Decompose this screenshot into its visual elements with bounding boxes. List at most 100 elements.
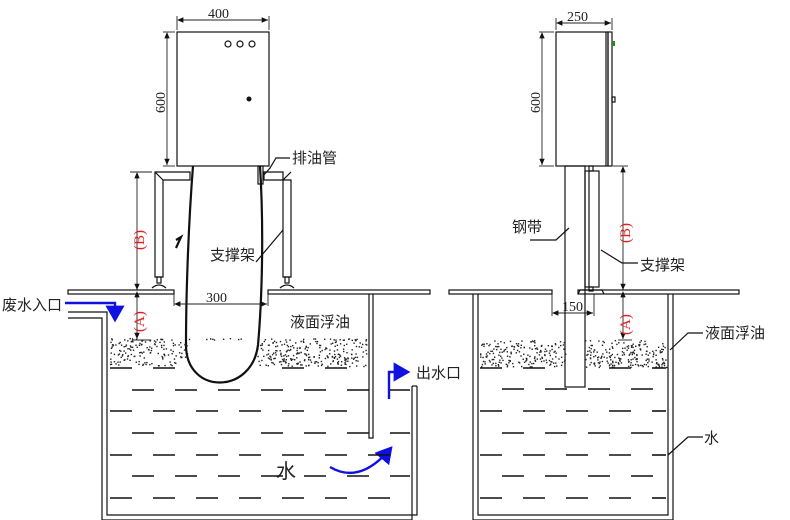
oil-speckle: [262, 349, 264, 351]
oil-speckle: [339, 343, 342, 345]
oil-speckle: [661, 348, 663, 350]
oil-speckle: [560, 356, 563, 358]
oil-speckle: [110, 352, 112, 354]
oil-speckle: [317, 362, 319, 364]
oil-speckle: [523, 361, 526, 363]
oil-speckle: [526, 358, 528, 360]
oil-speckle: [554, 365, 556, 368]
oil-speckle: [589, 340, 592, 342]
oil-speckle: [172, 350, 174, 353]
oil-speckle: [646, 358, 648, 360]
oil-speckle: [484, 363, 486, 365]
oil-speckle: [636, 353, 638, 356]
oil-speckle: [659, 351, 661, 354]
oil-speckle: [538, 354, 541, 356]
oil-speckle: [531, 366, 533, 368]
oil-speckle: [665, 359, 667, 361]
oil-speckle: [285, 339, 287, 341]
oil-speckle: [539, 351, 541, 353]
oil-speckle: [481, 363, 484, 366]
oil-speckle: [632, 358, 634, 360]
oil-speckle: [298, 347, 301, 349]
oil-speckle: [630, 364, 632, 366]
oil-speckle: [657, 364, 660, 366]
oil-speckle: [285, 351, 288, 353]
oil-speckle: [590, 361, 592, 364]
oil-speckle: [180, 342, 182, 344]
water-label: 水: [276, 459, 296, 483]
oil-speckle: [612, 360, 614, 363]
oil-speckle: [518, 351, 521, 353]
oil-speckle: [529, 366, 531, 368]
oil-speckle: [540, 349, 542, 352]
oil-speckle: [264, 339, 267, 341]
oil-speckle: [335, 341, 337, 343]
oil-speckle: [628, 360, 630, 363]
oil-speckle: [600, 356, 603, 359]
oil-speckle: [363, 365, 365, 368]
oil-speckle: [493, 348, 495, 350]
oil-speckle: [284, 354, 287, 356]
oil-speckle: [619, 358, 621, 360]
side-dimension-b: (B): [618, 223, 634, 243]
oil-speckle: [115, 363, 117, 365]
front-view: 400 600 排油管 支撑架 (B) (A): [2, 7, 461, 520]
oil-speckle: [315, 361, 318, 363]
oil-speckle: [153, 340, 156, 342]
oil-speckle: [265, 364, 267, 366]
oil-speckle: [127, 340, 129, 342]
oil-speckle: [498, 345, 500, 348]
oil-speckle: [602, 340, 604, 343]
oil-speckle: [130, 349, 132, 351]
oil-speckle: [597, 359, 599, 361]
oil-speckle: [324, 338, 326, 340]
oil-speckle: [593, 356, 595, 358]
oil-speckle: [498, 361, 501, 363]
oil-speckle: [493, 358, 495, 361]
oil-speckle: [645, 343, 647, 345]
oil-speckle: [118, 342, 120, 345]
oil-speckle: [646, 346, 648, 348]
oil-speckle: [288, 363, 290, 365]
oil-speckle: [332, 360, 334, 363]
oil-speckle: [647, 365, 649, 368]
oil-speckle: [602, 353, 604, 355]
oil-speckle: [299, 347, 301, 349]
oil-speckle: [480, 353, 482, 355]
oil-speckle: [321, 349, 323, 352]
oil-speckle: [163, 344, 165, 347]
oil-speckle: [555, 356, 557, 358]
height-dimension: 600: [154, 92, 169, 113]
oil-speckle: [630, 351, 632, 354]
oil-speckle: [338, 356, 341, 359]
oil-speckle: [523, 353, 525, 355]
oil-speckle: [506, 351, 508, 353]
oil-speckle: [268, 344, 270, 346]
oil-speckle: [551, 345, 553, 347]
oil-speckle: [639, 348, 641, 350]
oil-speckle: [138, 363, 140, 366]
oil-speckle: [632, 364, 634, 366]
oil-speckle: [337, 360, 340, 363]
oil-speckle: [273, 352, 275, 354]
oil-speckle: [294, 359, 296, 361]
oil-speckle: [365, 340, 367, 342]
oil-speckle: [261, 359, 263, 362]
oil-speckle: [495, 365, 497, 367]
oil-speckle: [664, 346, 666, 349]
oil-speckle: [160, 344, 163, 347]
oil-speckle: [529, 361, 531, 363]
oil-speckle: [492, 352, 495, 355]
oil-speckle: [326, 347, 328, 350]
oil-speckle: [156, 345, 158, 348]
oil-speckle: [344, 359, 346, 361]
oil-speckle: [509, 356, 511, 358]
oil-speckle: [482, 356, 484, 359]
oil-speckle: [161, 338, 164, 341]
oil-speckle: [337, 362, 339, 364]
oil-speckle: [318, 354, 321, 356]
oil-speckle: [591, 344, 593, 347]
oil-speckle: [172, 344, 175, 347]
oil-speckle: [483, 343, 485, 345]
oil-speckle: [222, 338, 225, 340]
